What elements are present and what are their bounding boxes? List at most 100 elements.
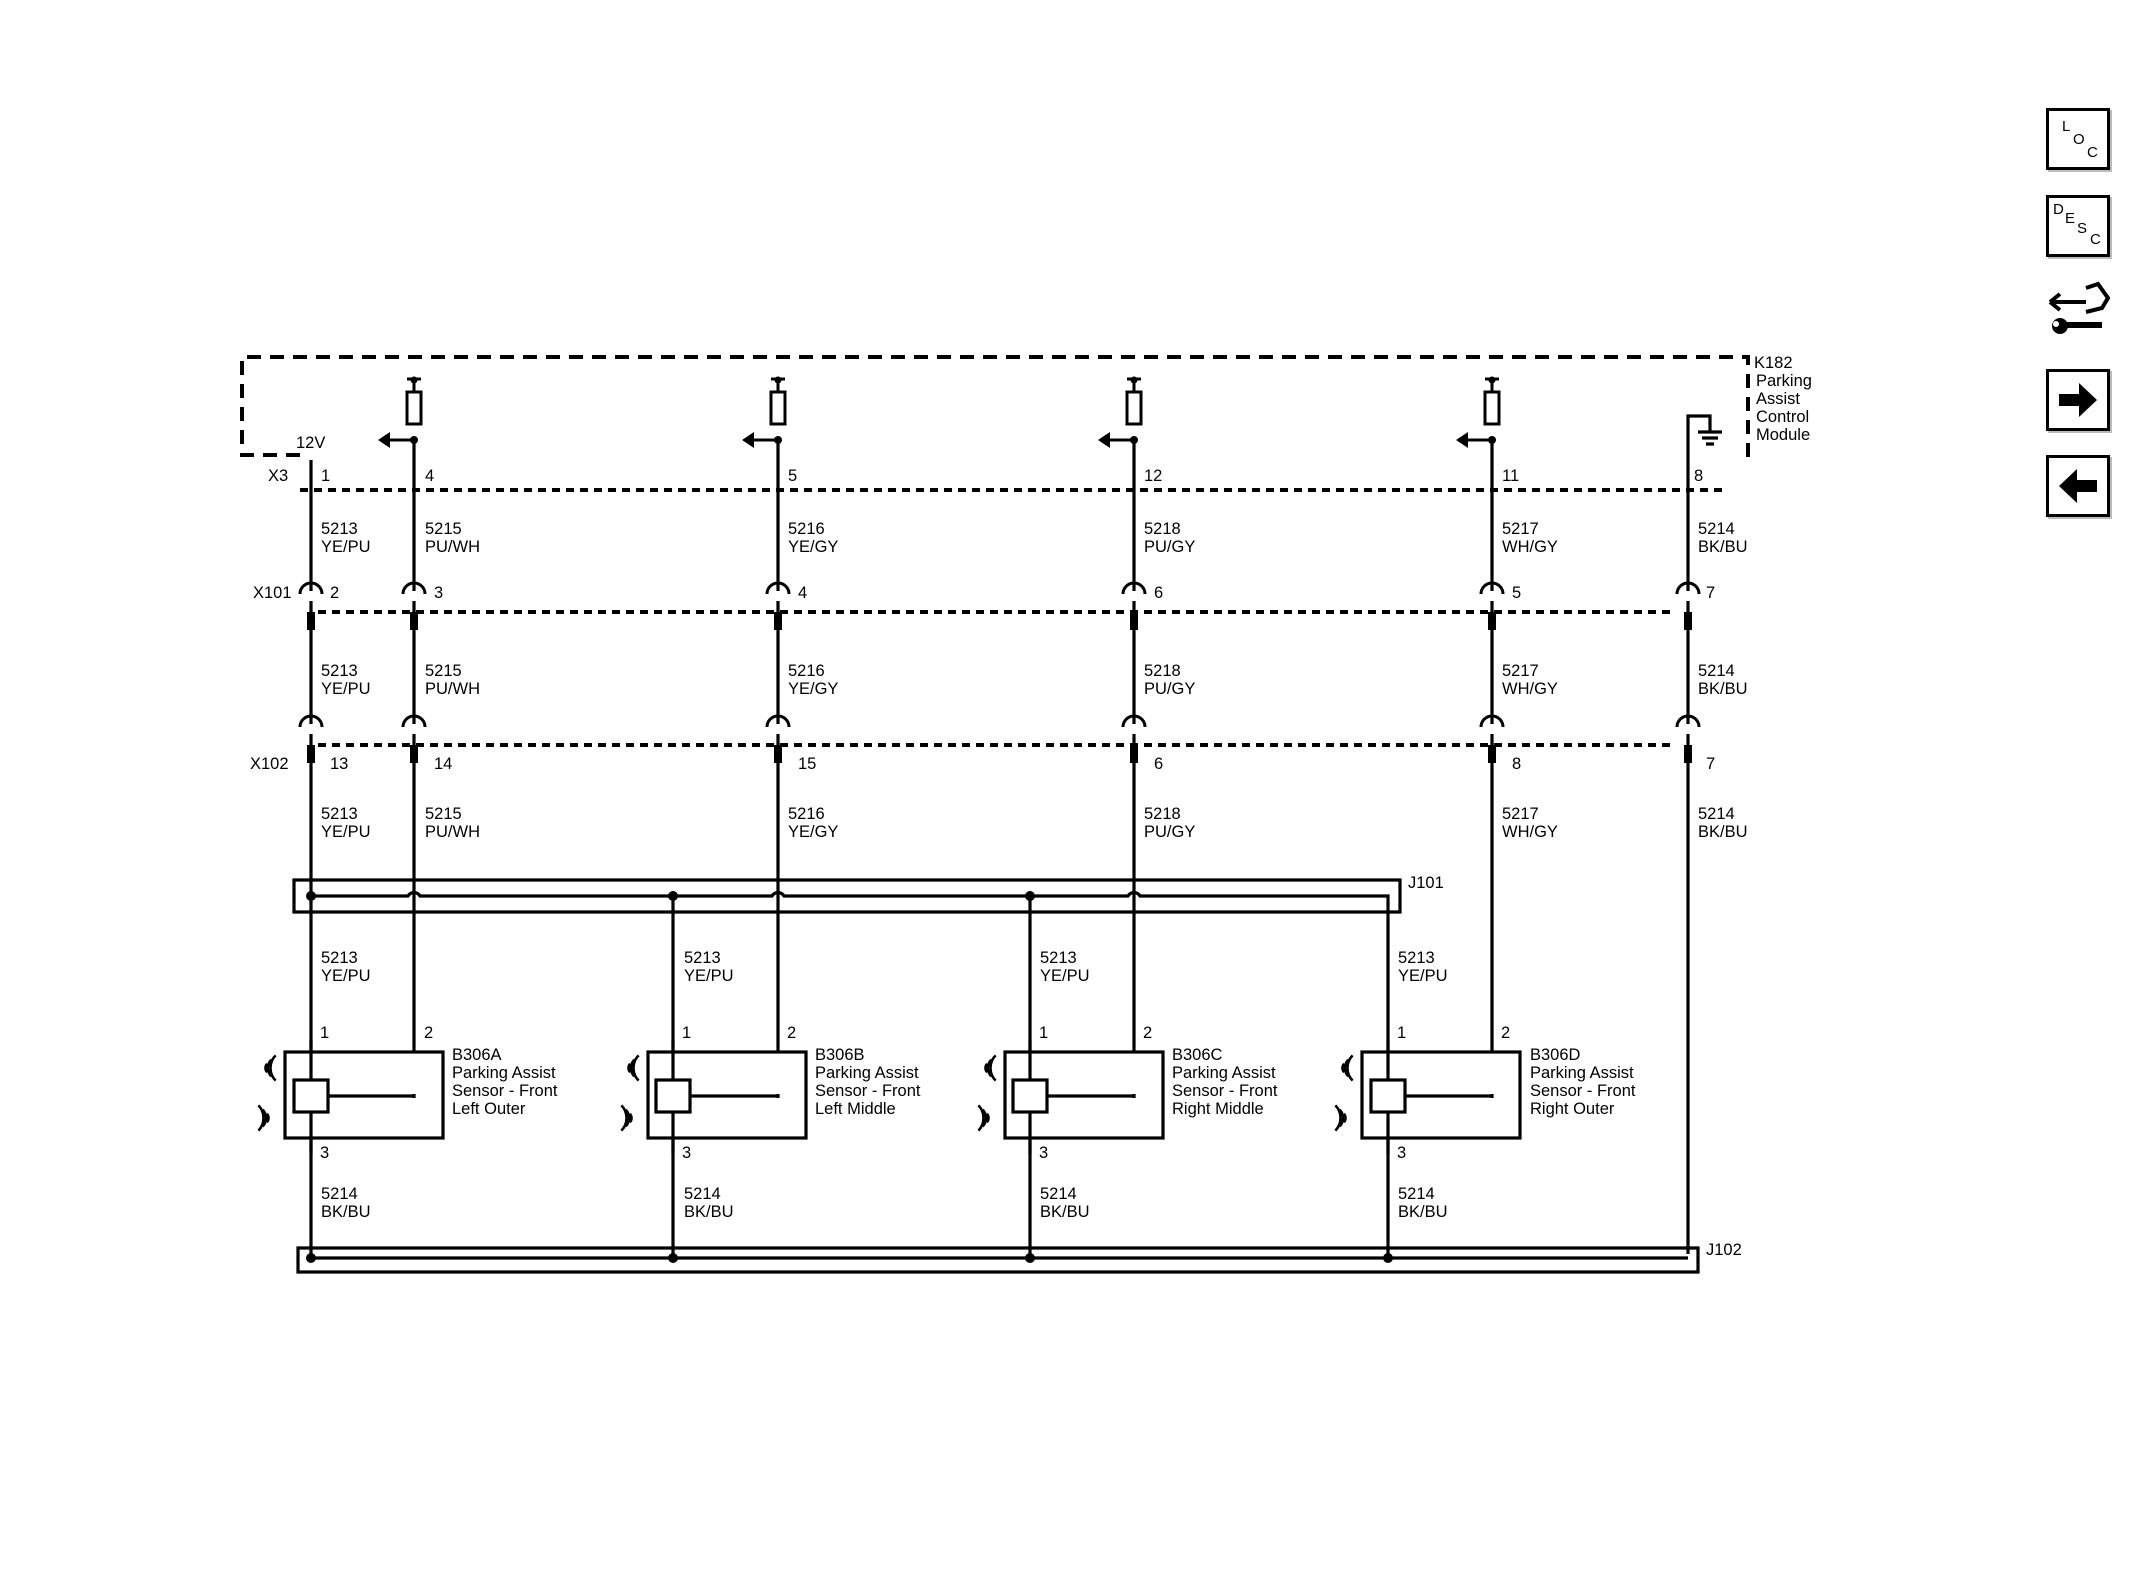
wire-circuit-label: 5214 [1698,805,1735,823]
wire-circuit-label: 5213 [1040,949,1077,967]
x3-pin: 12 [1144,467,1162,485]
desc-letter: C [2090,231,2101,248]
wire-color-label: BK/BU [321,1203,371,1221]
x102-pin: 8 [1512,755,1521,773]
sensor-pin: 1 [320,1024,329,1042]
sensor-name-line: Parking Assist [1530,1064,1634,1082]
next-arrow-icon[interactable] [2046,369,2110,431]
supply-label: 12V [296,434,325,452]
wire-color-label: YE/PU [321,823,371,841]
female-terminal [401,714,427,728]
ultrasonic-wave-icon [265,1112,270,1124]
wire-circuit-label: 5217 [1502,520,1539,538]
x101-pin: 2 [330,584,339,602]
pull-up-resistor [1125,390,1143,426]
x102-connector-label: X102 [250,755,289,773]
ultrasonic-wave-icon [632,1054,640,1082]
wire-color-label: YE/PU [321,538,371,556]
sensor-name-line: Parking Assist [452,1064,556,1082]
loc-letter: L [2062,118,2071,135]
wire-color-label: BK/BU [1698,680,1748,698]
x102-pin: 13 [330,755,348,773]
wire-circuit-label: 5215 [425,662,462,680]
loc-letter: O [2073,131,2085,148]
x101-pin: 3 [434,584,443,602]
wire-color-label: BK/BU [1698,823,1748,841]
male-terminal [1488,745,1496,763]
sensor-pin: 2 [787,1024,796,1042]
sensor-name-line: Right Middle [1172,1100,1264,1118]
wire-color-label: WH/GY [1502,823,1558,841]
wire-circuit-label: 5216 [788,520,825,538]
previous-arrow-icon[interactable] [2046,455,2110,517]
x3-pin: 5 [788,467,797,485]
male-terminal [1488,612,1496,630]
wire-color-label: BK/BU [684,1203,734,1221]
location-button[interactable]: L O C [2046,108,2110,170]
sensor-pin: 2 [424,1024,433,1042]
wire-color-label: BK/BU [1398,1203,1448,1221]
ultrasonic-wave-icon [620,1104,628,1132]
male-terminal [307,612,315,630]
sensor-ref: B306C [1172,1046,1223,1064]
wire-circuit-label: 5213 [684,949,721,967]
wire-circuit-label: 5213 [1398,949,1435,967]
ultrasonic-wave-icon [989,1054,997,1082]
wire-circuit-label: 5215 [425,805,462,823]
sensor-transducer [1369,1078,1407,1114]
wire-circuit-label: 5214 [321,1185,358,1203]
x101-connector-label: X101 [253,584,292,602]
desc-letter: E [2065,210,2076,227]
signal-arrow-icon [378,432,390,448]
wire-color-label: YE/PU [684,967,734,985]
sensor-name-line: Parking Assist [1172,1064,1276,1082]
wire-color-label: YE/PU [1040,967,1090,985]
connector-tool-icon[interactable] [2046,278,2111,340]
connector-gap [1487,724,1497,734]
pull-up-resistor [769,390,787,426]
ultrasonic-wave-icon [264,1062,269,1074]
wire-circuit-label: 5217 [1502,662,1539,680]
ultrasonic-wave-icon [985,1112,990,1124]
connector-gap [409,591,419,601]
description-button[interactable]: D E S C [2046,195,2110,257]
wire-circuit-label: 5213 [321,662,358,680]
sensor-ref: B306A [452,1046,502,1064]
wire-color-label: YE/PU [321,967,371,985]
sensor-name-line: Sensor - Front [452,1082,558,1100]
female-terminal [1675,581,1701,595]
sensor-pin: 1 [1397,1024,1406,1042]
female-terminal [401,581,427,595]
wire-circuit-label: 5214 [1698,662,1735,680]
module-name-line-2: Assist [1756,390,1800,408]
ultrasonic-wave-icon [628,1112,633,1124]
splice-junction-dot [306,891,316,901]
wire-color-label: WH/GY [1502,680,1558,698]
x3-pin: 8 [1694,467,1703,485]
wire-color-label: PU/WH [425,538,480,556]
module-name-line-3: Control [1756,408,1809,426]
sensor-pin: 3 [1039,1144,1048,1162]
ultrasonic-wave-icon [984,1062,989,1074]
female-terminal [765,581,791,595]
sensor-name-line: Right Outer [1530,1100,1615,1118]
signal-arrow-icon [742,432,754,448]
wire-color-label: PU/WH [425,823,480,841]
loc-letter: C [2087,144,2098,161]
wire-color-label: WH/GY [1502,538,1558,556]
wire-circuit-label: 5218 [1144,520,1181,538]
j101-bus [311,891,1390,912]
ultrasonic-wave-icon [1346,1054,1354,1082]
wire-circuit-label: 5214 [1398,1185,1435,1203]
female-terminal [298,581,324,595]
sensor-transducer [1011,1078,1049,1114]
male-terminal [1130,612,1138,630]
connector-gap [1129,591,1139,601]
sensor-name-line: Sensor - Front [1172,1082,1278,1100]
x102-pin: 15 [798,755,816,773]
module-ground-symbol [1686,414,1722,490]
j102-splice-pack [296,1246,1700,1274]
wire-circuit-label: 5215 [425,520,462,538]
female-terminal [1479,581,1505,595]
male-terminal [774,745,782,763]
